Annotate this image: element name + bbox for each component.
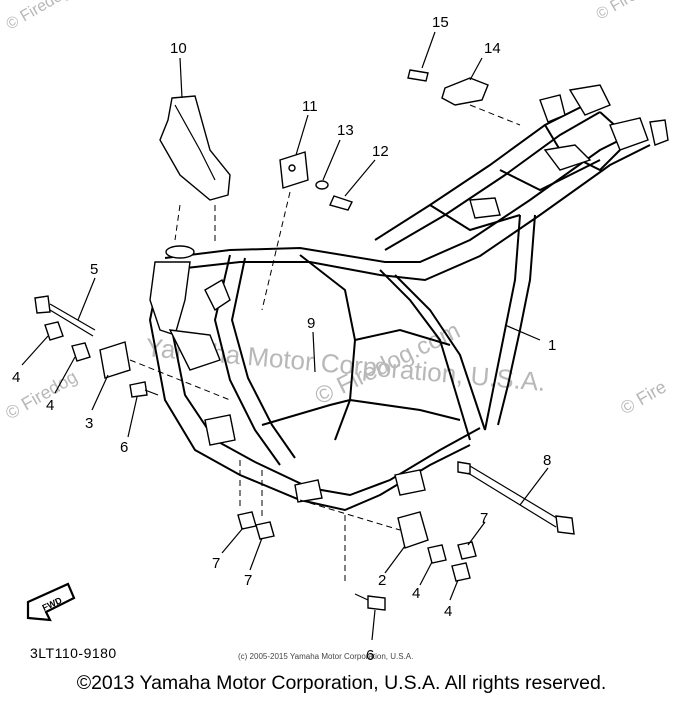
callout-15: 15 (432, 14, 449, 31)
callout-4-a: 4 (12, 369, 20, 386)
frame-main (148, 104, 651, 512)
small-copyright: (c) 2005-2015 Yamaha Motor Corporation, … (238, 652, 414, 661)
callout-13: 13 (337, 122, 354, 139)
callout-6-a: 6 (120, 439, 128, 456)
callout-5: 5 (90, 261, 98, 278)
part-7-nuts (237, 460, 477, 560)
callout-11: 11 (302, 98, 318, 115)
fwd-arrow-icon: FWD (26, 582, 76, 622)
watermark-top-left: © Firedog.com (4, 0, 104, 33)
callout-10: 10 (170, 40, 187, 57)
watermark-edge-right: © Fire (617, 377, 670, 419)
part-6-bolt-left (129, 381, 159, 398)
part-2-plate-right (299, 499, 429, 549)
part-13-washer (315, 180, 329, 190)
callout-3: 3 (85, 415, 93, 432)
callout-6-b: 6 (366, 647, 374, 664)
part-3-plate-left (99, 341, 231, 401)
part-14-bracket (441, 77, 521, 126)
callout-8: 8 (543, 452, 551, 469)
callout-4-d: 4 (444, 603, 452, 620)
part-4-nut-left (44, 321, 91, 362)
callout-4-b: 4 (46, 397, 54, 414)
part-4-nuts-right (427, 544, 471, 582)
part-10-cover (159, 95, 231, 245)
callout-7-b: 7 (244, 572, 252, 589)
head-pipe (149, 245, 231, 371)
callouts: 15 14 10 11 13 12 5 1 9 4 4 3 6 8 7 7 7 … (12, 14, 556, 664)
callout-14: 14 (484, 40, 501, 57)
part-12-bolt (329, 195, 353, 211)
leader-lines (21, 31, 549, 641)
callout-4-c: 4 (412, 585, 420, 602)
part-5-bolt (34, 295, 96, 337)
part-15-bolt (407, 69, 429, 82)
part-6-bolt-bottom (344, 515, 386, 611)
diagram-code: 3LT110-9180 (30, 645, 117, 661)
watermark-top-right: © Firedog.com (594, 0, 683, 23)
lower-mounts (204, 414, 426, 503)
callout-12: 12 (372, 143, 389, 160)
part-8-through-bolt (457, 461, 575, 535)
callout-9: 9 (307, 315, 315, 332)
copyright-notice: ©2013 Yamaha Motor Corporation, U.S.A. A… (76, 672, 607, 694)
callout-7-a: 7 (212, 555, 220, 572)
callout-2: 2 (378, 572, 386, 589)
rear-brackets (469, 84, 669, 219)
part-11-bracket (261, 151, 309, 311)
callout-1: 1 (548, 337, 556, 354)
callout-7-c: 7 (480, 510, 488, 527)
